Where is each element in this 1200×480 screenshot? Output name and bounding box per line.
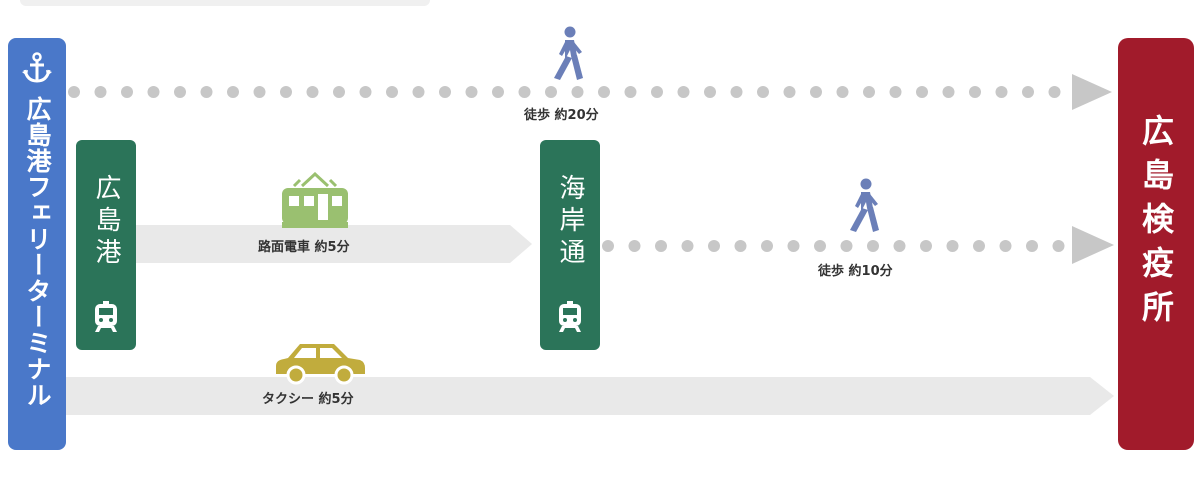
top-divider bbox=[20, 0, 430, 6]
route-dot bbox=[677, 86, 690, 98]
tram-route-label: 路面電車 約5分 bbox=[258, 240, 350, 255]
route-dot bbox=[68, 86, 80, 98]
stop-name: 広島港 bbox=[91, 174, 121, 270]
route-dot bbox=[518, 86, 531, 98]
route-dot bbox=[783, 86, 796, 98]
route-dot bbox=[1022, 86, 1034, 98]
route-dot bbox=[602, 240, 614, 252]
tram-route-arrowhead bbox=[510, 225, 532, 263]
route-dot bbox=[863, 86, 875, 98]
route-dot bbox=[704, 86, 716, 98]
route-dot bbox=[280, 86, 292, 98]
walker-icon bbox=[850, 178, 879, 232]
route-dot bbox=[628, 240, 641, 252]
route-dot bbox=[836, 86, 849, 98]
origin-name: 広島港フェリーターミナル bbox=[23, 96, 52, 408]
route-dot bbox=[730, 86, 743, 98]
route-dot bbox=[1026, 240, 1038, 252]
route-dot bbox=[787, 240, 800, 252]
taxi-icon bbox=[276, 344, 365, 385]
walker-icon bbox=[554, 26, 583, 80]
route-dot bbox=[999, 240, 1012, 252]
route-dot bbox=[174, 86, 186, 98]
route-dot bbox=[655, 240, 667, 252]
tram-route-band bbox=[136, 225, 510, 263]
route-dot bbox=[708, 240, 720, 252]
route-dot bbox=[814, 240, 826, 252]
route-dot bbox=[920, 240, 932, 252]
route-dot bbox=[1052, 240, 1065, 252]
route-dot bbox=[969, 86, 981, 98]
route-dot bbox=[734, 240, 747, 252]
walk-kaigandori-dotted-line bbox=[602, 240, 1065, 252]
tram-icon bbox=[559, 301, 581, 332]
route-dot bbox=[571, 86, 584, 98]
route-dot bbox=[545, 86, 557, 98]
route-dot bbox=[306, 86, 319, 98]
walk-kaigandori-label: 徒歩 約10分 bbox=[818, 264, 893, 279]
route-dot bbox=[439, 86, 451, 98]
taxi-route-label: タクシー 約5分 bbox=[262, 392, 354, 407]
route-dot bbox=[598, 86, 610, 98]
route-dot bbox=[651, 86, 663, 98]
taxi-route-band bbox=[66, 377, 1090, 415]
route-dot bbox=[681, 240, 694, 252]
destination-box: 広島検疫所 bbox=[1118, 38, 1194, 450]
destination-name: 広島検疫所 bbox=[1137, 114, 1175, 334]
route-dot bbox=[412, 86, 425, 98]
route-dot bbox=[147, 86, 160, 98]
stop-kaigandori: 海岸通 bbox=[540, 140, 600, 350]
taxi-route-arrowhead bbox=[1090, 377, 1114, 415]
route-dot bbox=[359, 86, 372, 98]
origin-terminal: 広島港フェリーターミナル bbox=[8, 38, 66, 450]
anchor-icon bbox=[22, 52, 52, 83]
walk-direct-label: 徒歩 約20分 bbox=[524, 108, 599, 123]
tram-icon bbox=[95, 301, 117, 332]
walk-kaigandori-arrowhead bbox=[1072, 226, 1114, 264]
route-dot bbox=[227, 86, 239, 98]
route-dot bbox=[200, 86, 213, 98]
walk-direct-dotted-line bbox=[68, 86, 1061, 98]
route-dot bbox=[942, 86, 955, 98]
route-dot bbox=[386, 86, 398, 98]
route-dot bbox=[973, 240, 985, 252]
route-dot bbox=[465, 86, 478, 98]
route-dot bbox=[761, 240, 773, 252]
route-dot bbox=[94, 86, 107, 98]
stop-name: 海岸通 bbox=[555, 174, 585, 270]
route-dot bbox=[840, 240, 853, 252]
walk-direct-arrowhead bbox=[1072, 74, 1112, 110]
route-dot bbox=[889, 86, 902, 98]
route-dot bbox=[333, 86, 345, 98]
stop-hiroshima-port: 広島港 bbox=[76, 140, 136, 350]
route-dot bbox=[757, 86, 769, 98]
route-dot bbox=[253, 86, 266, 98]
tram-car-icon bbox=[282, 172, 348, 228]
route-dot bbox=[624, 86, 637, 98]
route-dot bbox=[946, 240, 959, 252]
route-dot bbox=[1048, 86, 1061, 98]
route-dot bbox=[810, 86, 822, 98]
route-dot bbox=[916, 86, 928, 98]
route-dot bbox=[893, 240, 906, 252]
route-dot bbox=[492, 86, 504, 98]
route-dot bbox=[995, 86, 1008, 98]
route-dot bbox=[121, 86, 133, 98]
route-dot bbox=[867, 240, 879, 252]
